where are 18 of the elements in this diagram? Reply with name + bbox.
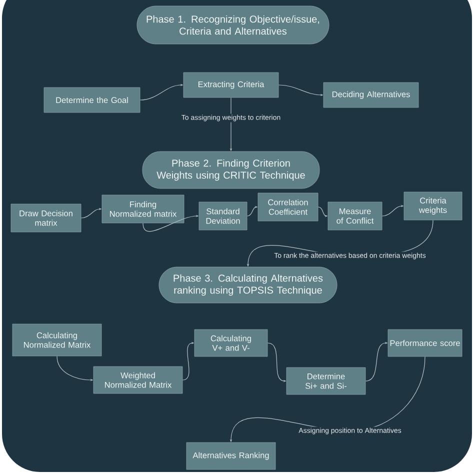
process-box: Correlation Coefficient <box>258 192 318 222</box>
process-box: Determine Si+ and Si- <box>286 367 366 395</box>
phase-pill: Phase 1. Recognizing Objective/issue, Criteria and Alternatives <box>136 6 330 44</box>
process-box: Weighted Normalized Matrix <box>93 366 183 394</box>
process-box: Criteria weights <box>404 192 462 220</box>
process-box: Draw Decision matrix <box>10 204 82 232</box>
process-box: Performance score <box>388 329 462 357</box>
process-box: Deciding Alternatives <box>323 82 419 108</box>
process-box: Measure of Conflict <box>328 202 382 230</box>
phase-pill: Phase 2. Finding Criterion Weights using CRITIC Technique <box>142 151 320 189</box>
process-box: Extracting Criteria <box>183 72 279 98</box>
process-box: Calculating Normalized Matrix <box>12 324 102 356</box>
process-box: Calculating V+ and V- <box>194 329 268 357</box>
process-box: Determine the Goal <box>44 87 140 113</box>
process-box: Finding Normalized matrix <box>102 194 184 224</box>
process-box: Standard Deviation <box>198 202 248 230</box>
process-box: Alternatives Ranking <box>186 442 276 470</box>
phase-pill: Phase 3. Calculating Alternatives ranking using TOPSIS Technique <box>158 266 338 304</box>
